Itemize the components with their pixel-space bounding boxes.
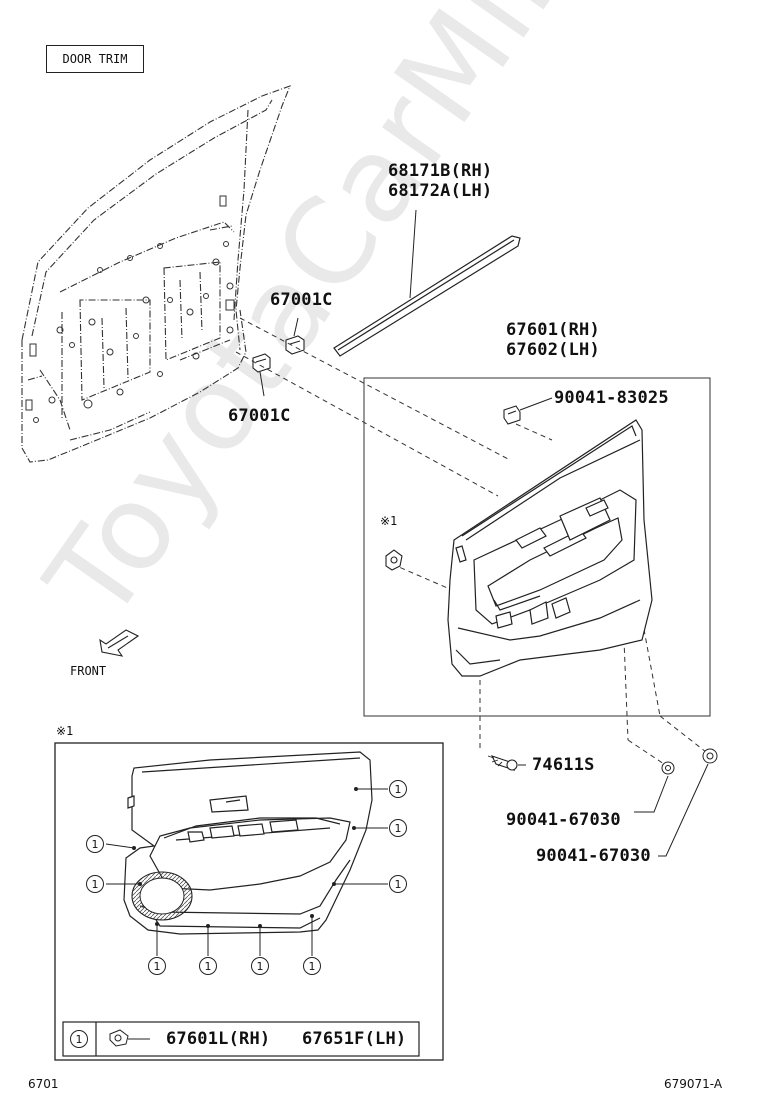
door-frame-holes bbox=[25, 195, 235, 423]
legend-clip-icon bbox=[109, 1029, 150, 1047]
label-panel-rh: 67601(RH) bbox=[506, 320, 600, 340]
label-clip-b: 90041-67030 bbox=[536, 846, 651, 866]
legend-part-lh: 67651F(LH) bbox=[302, 1029, 407, 1049]
detail-inset-box bbox=[54, 742, 444, 1061]
detail-mark: ※1 bbox=[380, 514, 398, 528]
legend-part-rh: 67601L(RH) bbox=[166, 1029, 271, 1049]
callout-1: 1 bbox=[389, 780, 407, 798]
label-clip-a: 90041-67030 bbox=[506, 810, 621, 830]
front-arrow bbox=[99, 629, 140, 657]
panel-clip-detail1 bbox=[385, 549, 403, 571]
clip-90041-67030-a bbox=[634, 761, 675, 813]
front-label: FRONT bbox=[70, 664, 107, 678]
callout-5: 1 bbox=[86, 875, 104, 893]
door-frame bbox=[21, 85, 291, 463]
label-panel-lh: 67602(LH) bbox=[506, 340, 600, 360]
callout-6: 1 bbox=[148, 957, 166, 975]
screw-74611s bbox=[487, 755, 526, 771]
page-number: 6701 bbox=[28, 1077, 59, 1091]
figure-code: 679071-A bbox=[664, 1077, 723, 1091]
label-clip-upper: 67001C bbox=[270, 290, 333, 310]
door-trim-panel bbox=[447, 419, 653, 677]
label-screw: 74611S bbox=[532, 755, 595, 775]
section-title: DOOR TRIM bbox=[46, 45, 144, 73]
clip-67001c-lower bbox=[252, 353, 271, 397]
door-panel-box bbox=[363, 377, 711, 717]
nut-90041-83025 bbox=[503, 397, 553, 425]
callout-8: 1 bbox=[251, 957, 269, 975]
label-clip-lower: 67001C bbox=[228, 406, 291, 426]
detail-inset-mark: ※1 bbox=[56, 724, 74, 738]
speaker-grille bbox=[131, 871, 193, 921]
belt-weatherstrip bbox=[333, 209, 521, 357]
label-weatherstrip-rh: 68171B(RH) bbox=[388, 161, 493, 181]
label-nut: 90041-83025 bbox=[554, 388, 669, 408]
clip-67001c-upper bbox=[285, 317, 305, 355]
label-weatherstrip-lh: 68172A(LH) bbox=[388, 181, 493, 201]
callout-7: 1 bbox=[199, 957, 217, 975]
clip-90041-67030-b bbox=[658, 748, 718, 857]
callout-2: 1 bbox=[389, 819, 407, 837]
callout-3: 1 bbox=[389, 875, 407, 893]
legend-number: 1 bbox=[70, 1030, 88, 1048]
inset-leader-lines bbox=[105, 787, 388, 956]
callout-9: 1 bbox=[303, 957, 321, 975]
legend-row-box bbox=[62, 1021, 420, 1057]
callout-4: 1 bbox=[86, 835, 104, 853]
